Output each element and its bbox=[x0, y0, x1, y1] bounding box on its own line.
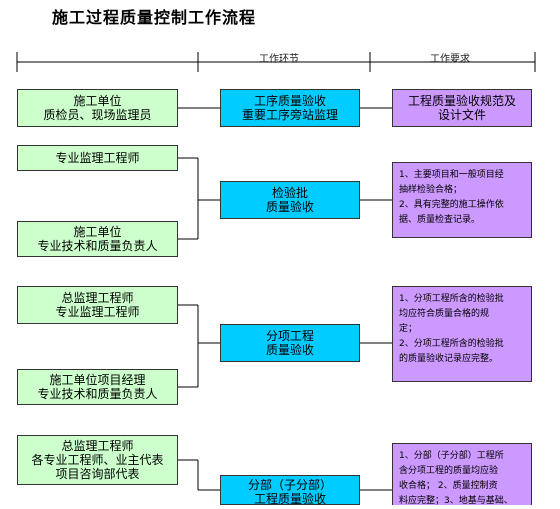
note-line: 2、具有完整的施工操作依 bbox=[399, 200, 504, 210]
box-line: 检验批 bbox=[271, 186, 308, 200]
box-line: 工序质量验收 bbox=[253, 94, 326, 108]
box-line: 分部（子分部） bbox=[247, 478, 332, 492]
step-box-batch-acceptance: 检验批 质量验收 bbox=[220, 181, 360, 219]
role-box-chief-engineer-team: 总监理工程师 各专业工程师、业主代表 项目咨询部代表 bbox=[17, 435, 178, 485]
box-line: 总监理工程师 bbox=[61, 439, 134, 453]
note-line: 1、分项工程所含的检验批 bbox=[399, 294, 504, 304]
requirement-box-standards: 工程质量验收规范及 设计文件 bbox=[392, 89, 532, 127]
box-line: 施工单位项目经理 bbox=[49, 373, 146, 387]
box-line: 工程质量验收 bbox=[253, 492, 326, 506]
box-line: 设计文件 bbox=[437, 108, 486, 122]
note-line: 据、质量检查记录。 bbox=[399, 215, 481, 225]
box-line: 工程质量验收规范及 bbox=[407, 94, 516, 108]
note-line: 定； bbox=[399, 324, 418, 334]
note-line: 的质量验收记录应完整。 bbox=[399, 354, 499, 364]
box-line: 质检员、现场监理员 bbox=[43, 108, 152, 122]
note-line: 抽样检验合格； bbox=[399, 185, 463, 195]
box-line: 重要工序旁站监理 bbox=[241, 108, 338, 122]
box-line: 施工单位 bbox=[73, 94, 122, 108]
box-line: 项目咨询部代表 bbox=[55, 467, 140, 481]
header-requirements: 工作要求 bbox=[430, 54, 470, 65]
step-box-division-acceptance: 分部（子分部） 工程质量验收 bbox=[220, 475, 360, 506]
role-box-specialist-engineer: 专业监理工程师 bbox=[17, 145, 178, 171]
note-line: 收合格； 2、质量控制资 bbox=[399, 481, 498, 491]
note-line: 料应完整；3、地基与基础、 bbox=[399, 496, 513, 506]
requirement-box-subitem: 1、分项工程所含的检验批 均应符合质量合格的规 定； 2、分项工程所含的检验批 … bbox=[392, 286, 532, 382]
step-box-process-acceptance: 工序质量验收 重要工序旁站监理 bbox=[220, 89, 360, 127]
requirement-box-batch: 1、主要项目和一般项目经 抽样检验合格； 2、具有完整的施工操作依 据、质量检查… bbox=[392, 162, 532, 238]
step-box-subitem-acceptance: 分项工程 质量验收 bbox=[220, 324, 360, 362]
box-line: 专业监理工程师 bbox=[55, 151, 140, 165]
header-process: 工作环节 bbox=[259, 54, 299, 65]
requirement-box-division: 1、分部（子分部）工程所 含分项工程的质量均应验 收合格； 2、质量控制资 料应… bbox=[392, 443, 532, 506]
note-line: 含分项工程的质量均应验 bbox=[399, 466, 499, 476]
box-line: 专业监理工程师 bbox=[55, 305, 140, 319]
box-line: 专业技术和质量负责人 bbox=[37, 387, 158, 401]
role-box-construction-inspector: 施工单位 质检员、现场监理员 bbox=[17, 89, 178, 127]
diagram-title: 施工过程质量控制工作流程 bbox=[52, 8, 257, 27]
role-box-project-manager: 施工单位项目经理 专业技术和质量负责人 bbox=[17, 369, 178, 405]
box-line: 分项工程 bbox=[265, 329, 314, 343]
box-line: 总监理工程师 bbox=[61, 291, 134, 305]
note-line: 1、主要项目和一般项目经 bbox=[399, 170, 504, 180]
note-line: 2、分项工程所含的检验批 bbox=[399, 339, 504, 349]
role-box-chief-engineer: 总监理工程师 专业监理工程师 bbox=[17, 286, 178, 324]
box-line: 专业技术和质量负责人 bbox=[37, 239, 158, 253]
box-line: 各专业工程师、业主代表 bbox=[31, 453, 164, 467]
box-line: 质量验收 bbox=[265, 343, 314, 357]
note-line: 均应符合质量合格的规 bbox=[399, 309, 490, 319]
box-line: 质量验收 bbox=[265, 200, 314, 214]
box-line: 施工单位 bbox=[73, 225, 122, 239]
note-line: 1、分部（子分部）工程所 bbox=[399, 451, 504, 461]
role-box-construction-tech: 施工单位 专业技术和质量负责人 bbox=[17, 221, 178, 257]
